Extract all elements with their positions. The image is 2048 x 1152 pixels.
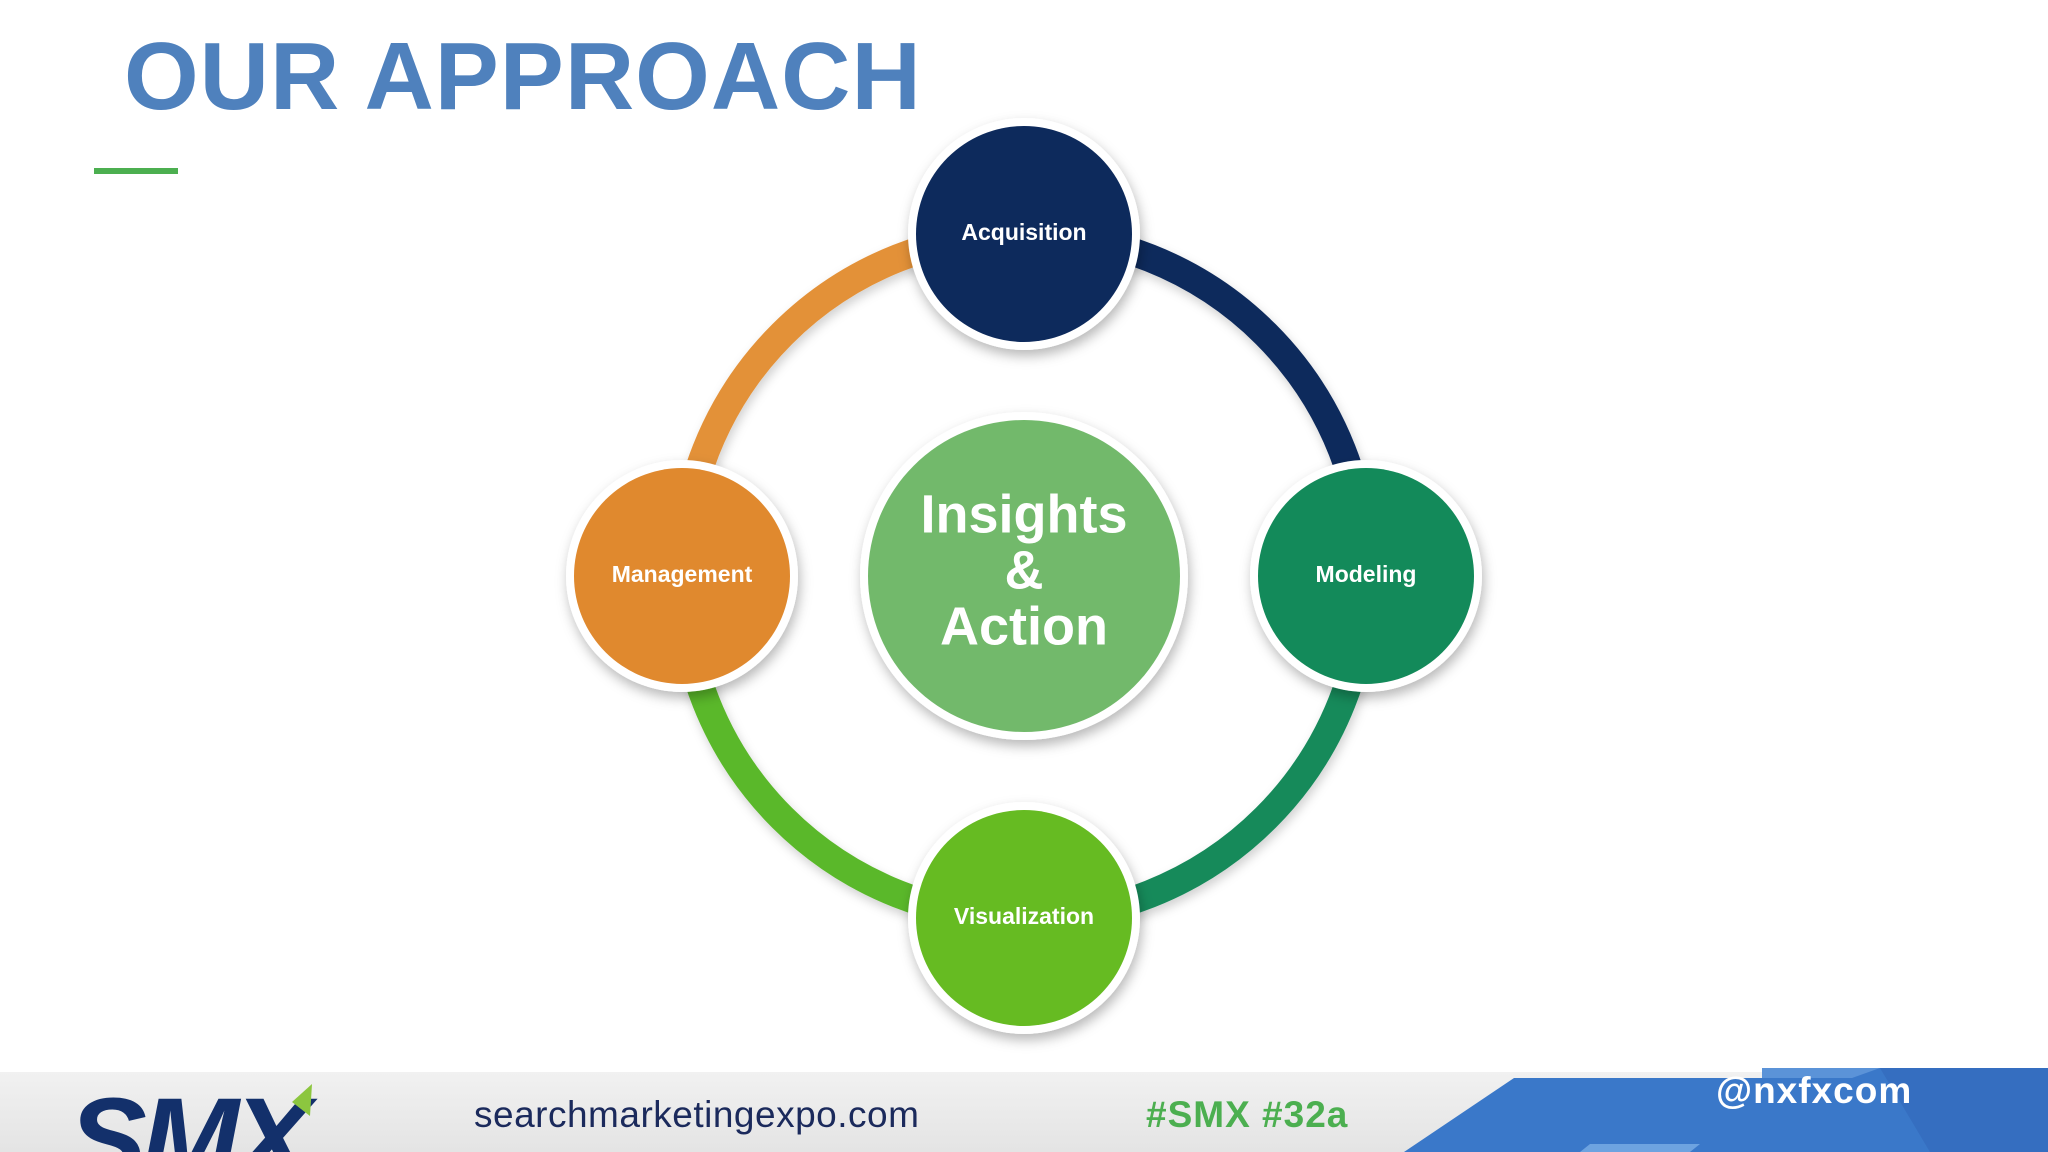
center-label-line-1: Insights — [920, 484, 1127, 544]
title-underline — [94, 168, 178, 174]
center-label-line-3: Action — [940, 596, 1108, 656]
footer-hashtag: #SMX #32a — [1146, 1094, 1349, 1135]
node-label-modeling: Modeling — [1316, 561, 1417, 587]
node-visualization: Visualization — [908, 802, 1140, 1034]
slide-title: OUR APPROACH — [124, 23, 922, 130]
node-label-management: Management — [612, 561, 753, 587]
smx-logo-text: SMX — [68, 1074, 318, 1152]
node-label-acquisition: Acquisition — [961, 219, 1086, 245]
smx-logo: SMX — [68, 1074, 324, 1152]
footer-blue-panel — [1404, 1068, 2048, 1152]
node-acquisition: Acquisition — [908, 118, 1140, 350]
slide-footer — [0, 1068, 2048, 1152]
smx-logo-accent — [292, 1084, 312, 1116]
center-label-line-2: & — [1005, 540, 1044, 600]
center-node: Insights & Action — [860, 412, 1188, 740]
node-label-visualization: Visualization — [954, 903, 1094, 929]
node-management: Management — [566, 460, 798, 692]
node-modeling: Modeling — [1250, 460, 1482, 692]
footer-url[interactable]: searchmarketingexpo.com — [474, 1094, 920, 1135]
footer-twitter-handle[interactable]: @nxfxcom — [1716, 1070, 1913, 1111]
